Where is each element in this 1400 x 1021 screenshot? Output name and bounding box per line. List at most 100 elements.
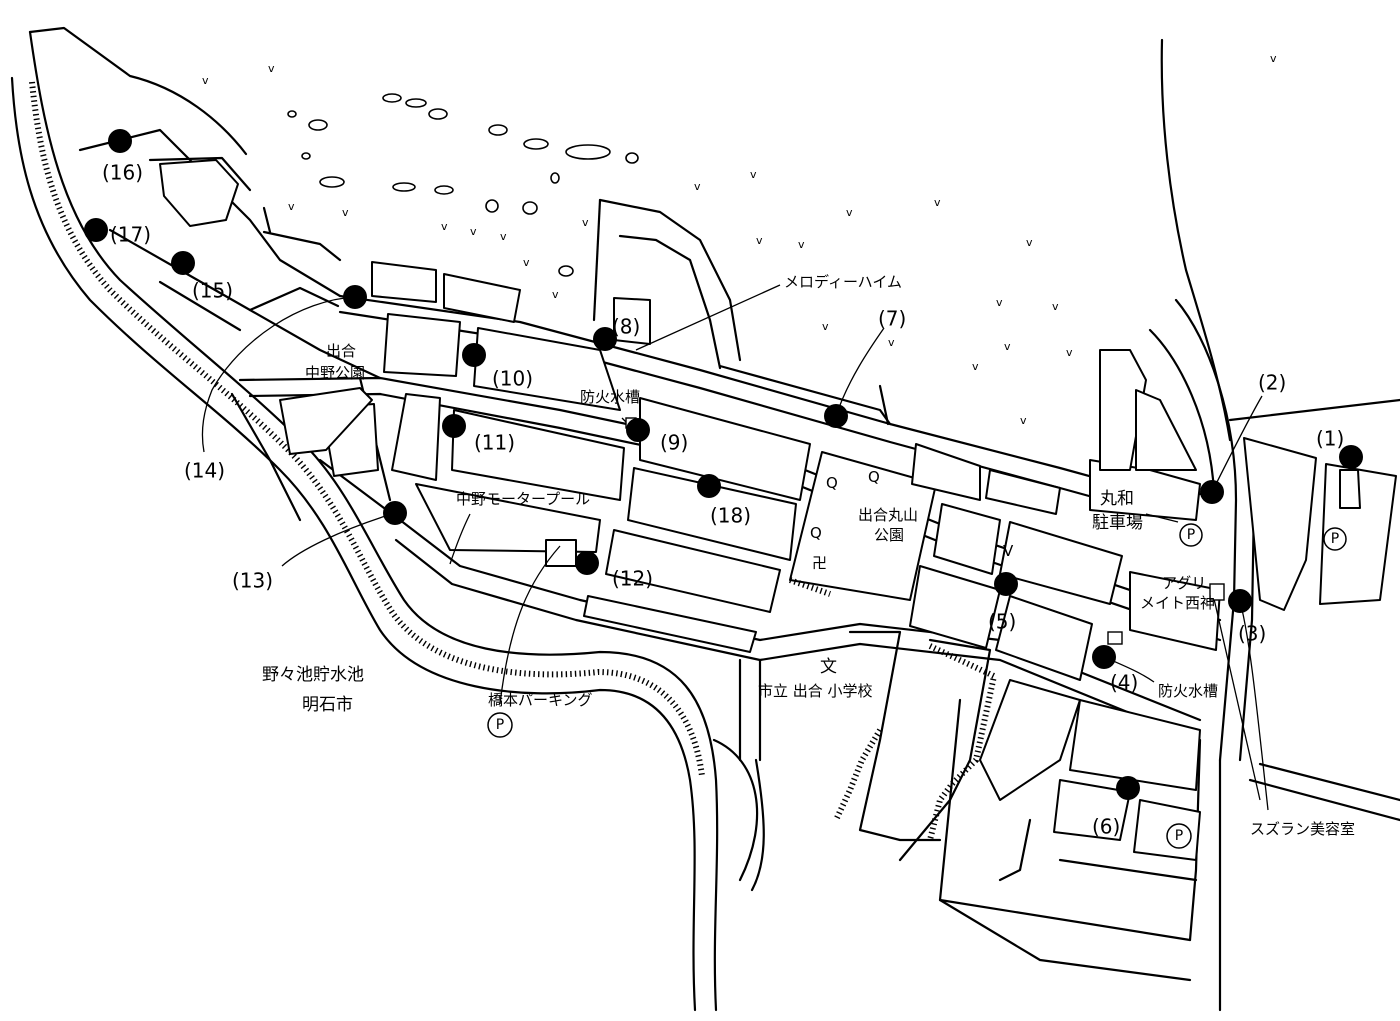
svg-text:v: v bbox=[1052, 300, 1059, 313]
marker-label: (8) bbox=[612, 315, 640, 339]
marker-label: (12) bbox=[612, 567, 653, 591]
label-agri-mate-1: アグリ bbox=[1162, 574, 1206, 592]
location-marker-6[interactable]: (6) bbox=[1092, 776, 1140, 839]
location-marker-9[interactable]: (9) bbox=[626, 418, 688, 455]
marker-label: (11) bbox=[474, 431, 515, 455]
location-marker-11[interactable]: (11) bbox=[442, 414, 515, 455]
marker-dot[interactable] bbox=[1339, 445, 1363, 469]
marker-dot[interactable] bbox=[343, 285, 367, 309]
location-marker-12[interactable]: (12) bbox=[575, 551, 653, 591]
marker-label: (9) bbox=[660, 431, 688, 455]
label-hashimoto-parking: 橋本パーキング bbox=[488, 691, 593, 709]
location-marker-14[interactable]: (14) bbox=[184, 285, 367, 483]
svg-text:v: v bbox=[582, 216, 589, 229]
label-maruwa-parking-1: 丸和 bbox=[1100, 489, 1134, 509]
marker-dot[interactable] bbox=[575, 551, 599, 575]
marker-dot[interactable] bbox=[462, 343, 486, 367]
marker-label: (14) bbox=[184, 459, 225, 483]
svg-text:v: v bbox=[288, 200, 295, 213]
marker-dot[interactable] bbox=[442, 414, 466, 438]
grass-marks: v v v v v v v v v v v v v v v v v v v v … bbox=[202, 52, 1277, 427]
location-marker-10[interactable]: (10) bbox=[462, 343, 533, 391]
svg-text:v: v bbox=[1004, 340, 1011, 353]
marker-dot[interactable] bbox=[1116, 776, 1140, 800]
svg-text:P: P bbox=[1331, 531, 1339, 547]
marker-dot[interactable] bbox=[1228, 589, 1252, 613]
marker-label: (3) bbox=[1238, 622, 1266, 646]
svg-text:v: v bbox=[470, 225, 477, 238]
location-marker-13[interactable]: (13) bbox=[232, 501, 407, 593]
label-deai-nakano-park-2: 中野公園 bbox=[305, 364, 365, 382]
location-marker-2[interactable]: (2) bbox=[1200, 371, 1286, 505]
svg-text:v: v bbox=[500, 230, 507, 243]
marker-dot[interactable] bbox=[593, 327, 617, 351]
marker-label: (18) bbox=[710, 504, 751, 528]
label-agri-mate-2: メイト西神 bbox=[1140, 594, 1215, 612]
label-deai-nakano-park-1: 出合 bbox=[326, 342, 356, 360]
location-marker-16[interactable]: (16) bbox=[102, 129, 143, 185]
label-deai-maruyama-park-2: 公園 bbox=[874, 526, 904, 544]
marker-label: (6) bbox=[1092, 815, 1120, 839]
marker-dot[interactable] bbox=[1092, 645, 1116, 669]
label-deai-maruyama-park-1: 出合丸山 bbox=[858, 506, 918, 524]
label-nakano-motor-pool: 中野モータープール bbox=[456, 490, 590, 508]
location-marker-8[interactable]: (8) bbox=[593, 315, 640, 352]
marker-dot[interactable] bbox=[626, 418, 650, 442]
marker-label: (7) bbox=[878, 307, 906, 331]
building-icon bbox=[1209, 583, 1225, 601]
marker-dot[interactable] bbox=[697, 474, 721, 498]
western-channel bbox=[10, 26, 765, 1012]
svg-text:v: v bbox=[1020, 414, 1027, 427]
parking-icon: P bbox=[487, 712, 513, 738]
parking-icon: P bbox=[1166, 823, 1192, 849]
svg-text:v: v bbox=[756, 234, 763, 247]
location-marker-4[interactable]: (4) bbox=[1092, 645, 1138, 695]
svg-text:v: v bbox=[1066, 346, 1073, 359]
marker-dot[interactable] bbox=[994, 572, 1018, 596]
label-suzuran-salon: スズラン美容室 bbox=[1250, 820, 1355, 838]
svg-text:P: P bbox=[1175, 828, 1183, 844]
location-marker-17[interactable]: (17) bbox=[84, 218, 151, 247]
marker-dot[interactable] bbox=[383, 501, 407, 525]
label-water-tank-9: 防火水槽 bbox=[580, 388, 640, 406]
svg-text:P: P bbox=[496, 717, 504, 733]
city-blocks bbox=[159, 159, 1397, 861]
location-marker-7[interactable]: (7) bbox=[824, 307, 906, 429]
svg-text:v: v bbox=[996, 296, 1003, 309]
parking-icon: P bbox=[1323, 527, 1347, 551]
svg-text:v: v bbox=[202, 74, 209, 87]
svg-text:v: v bbox=[523, 256, 530, 269]
svg-text:v: v bbox=[268, 62, 275, 75]
marker-label: (17) bbox=[110, 223, 151, 247]
label-nonoike-reservoir: 野々池貯水池 bbox=[262, 665, 364, 685]
label-melody-haim: メロディーハイム bbox=[784, 273, 902, 291]
numbered-markers: (1) (2) (3) (4) (5) (6) (7) (8) (9) (10) (11) (12) (… bbox=[84, 129, 1363, 839]
marker-dot[interactable] bbox=[824, 404, 848, 428]
marker-label: (15) bbox=[192, 279, 233, 303]
parking-symbols: P P P P bbox=[487, 523, 1347, 849]
svg-text:v: v bbox=[441, 220, 448, 233]
location-marker-3[interactable]: (3) bbox=[1228, 589, 1266, 646]
place-labels: メロディーハイム 防火水槽 防火水槽 出合 中野公園 中野モータープール 出合丸… bbox=[262, 273, 1355, 838]
tree-symbol: Q bbox=[826, 474, 838, 492]
location-marker-1[interactable]: (1) bbox=[1316, 427, 1363, 470]
marker-dot[interactable] bbox=[171, 251, 195, 275]
marker-dot[interactable] bbox=[108, 129, 132, 153]
pond-marsh-area: v v v v v v v v v v v v v v v v v v v v … bbox=[202, 52, 1277, 427]
label-school-name: 市立 出合 小学校 bbox=[758, 682, 873, 700]
marker-dot[interactable] bbox=[1200, 480, 1224, 504]
marker-label: (5) bbox=[988, 610, 1016, 634]
marker-dot[interactable] bbox=[84, 218, 108, 242]
location-marker-18[interactable]: (18) bbox=[697, 474, 751, 528]
temple-icon: 卍 bbox=[812, 554, 827, 572]
svg-text:v: v bbox=[342, 206, 349, 219]
school-boundary bbox=[789, 577, 998, 841]
svg-text:v: v bbox=[972, 360, 979, 373]
svg-text:v: v bbox=[846, 206, 853, 219]
svg-text:v: v bbox=[934, 196, 941, 209]
svg-text:v: v bbox=[888, 336, 895, 349]
leader-lines bbox=[201, 284, 1269, 811]
location-marker-5[interactable]: (5) bbox=[988, 572, 1018, 634]
location-marker-15[interactable]: (15) bbox=[171, 251, 233, 303]
